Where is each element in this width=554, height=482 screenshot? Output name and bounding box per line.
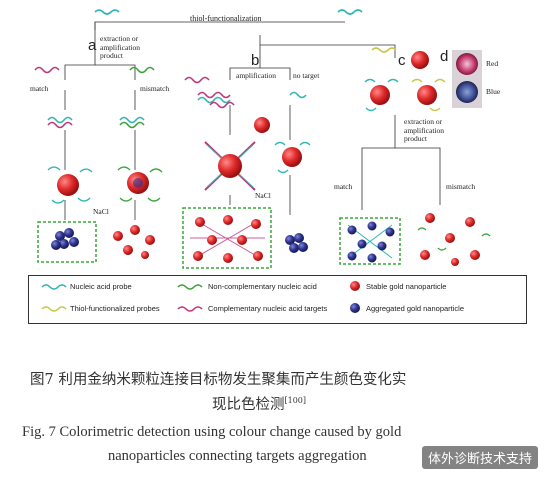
caption-cn-line2: 现比色检测[100] [212, 393, 306, 414]
panel-b-strands [184, 76, 307, 109]
panel-b-aggregate [285, 233, 308, 253]
panel-c-network [347, 221, 395, 263]
panel-a-mismatch: mismatch [140, 84, 170, 93]
panel-c-mismatch: mismatch [446, 182, 476, 191]
panel-a-salt: NaCl [93, 207, 109, 216]
panel-b-network [190, 215, 265, 263]
panel-b-branches [229, 58, 291, 215]
panel-a-letter: a [88, 37, 97, 54]
panel-c-particle [411, 51, 429, 69]
panel-c-functionalized [364, 78, 446, 112]
panel-b-no-target: no target [293, 71, 320, 80]
legend-aggregated: Aggregated gold nanoparticle [366, 304, 464, 313]
panel-b-letter: b [251, 52, 260, 69]
panel-a-aggregate [51, 228, 79, 250]
panel-c-branches [361, 115, 441, 210]
panel-d-red-label: Red [486, 59, 499, 68]
panel-d-letter: d [440, 48, 449, 65]
panel-d-blue-label: Blue [486, 87, 501, 96]
legend-complementary: Complementary nucleic acid targets [208, 304, 328, 313]
panel-b-network-box [182, 207, 272, 269]
watermark: 体外诊断技术支持 [421, 446, 538, 469]
top-connector [94, 21, 396, 58]
top-label: thiol-functionalization [190, 14, 262, 23]
panel-c-match-box [339, 217, 401, 265]
panel-a-match-box [37, 221, 97, 263]
panel-a-strands [34, 66, 155, 129]
probe-strand-top [94, 9, 120, 15]
panel-b-particle-top [254, 117, 270, 133]
legend-noncomplementary: Non-complementary nucleic acid [208, 282, 317, 291]
panel-a-match: match [30, 84, 49, 93]
panel-b-amplification: amplification [236, 71, 276, 80]
caption-cn-line2-text: 现比色检测 [212, 397, 285, 413]
caption-en-line2: nanoparticles connecting targets aggrega… [108, 448, 367, 464]
caption-cn-ref: [100] [284, 396, 307, 406]
panel-c-thiol-probe [371, 47, 397, 53]
panel-c-dispersed [417, 213, 491, 266]
caption-cn-line1: 图7 利用金纳米颗粒连接目标物发生聚集而产生颜色变化实 [30, 372, 407, 388]
caption-en-line1: Fig. 7 Colorimetric detection using colo… [22, 424, 402, 440]
panel-c-letter: c [398, 52, 406, 69]
panel-b-probe-particle [274, 141, 311, 174]
legend-thiol-probe: Thiol-functionalized probes [70, 304, 160, 313]
panel-b-salt: NaCl [255, 191, 271, 200]
probe-strand-top-right [337, 9, 363, 15]
legend-icons [41, 281, 360, 313]
panel-d-red-well [456, 53, 478, 75]
panel-c-match: match [334, 182, 353, 191]
panel-b-crosslinked [204, 141, 256, 191]
panel-c-step-label: extraction or amplification product [404, 117, 444, 144]
panel-a-particles [47, 166, 163, 204]
legend-stable: Stable gold nanoparticle [366, 282, 447, 291]
panel-a-branches [64, 45, 136, 220]
legend-probe: Nucleic acid probe [70, 282, 132, 291]
panel-a-step-label: extraction or amplification product [100, 34, 140, 61]
panel-d-blue-well [456, 81, 478, 103]
panel-a-dispersed [113, 225, 155, 259]
legend-box [28, 275, 527, 324]
